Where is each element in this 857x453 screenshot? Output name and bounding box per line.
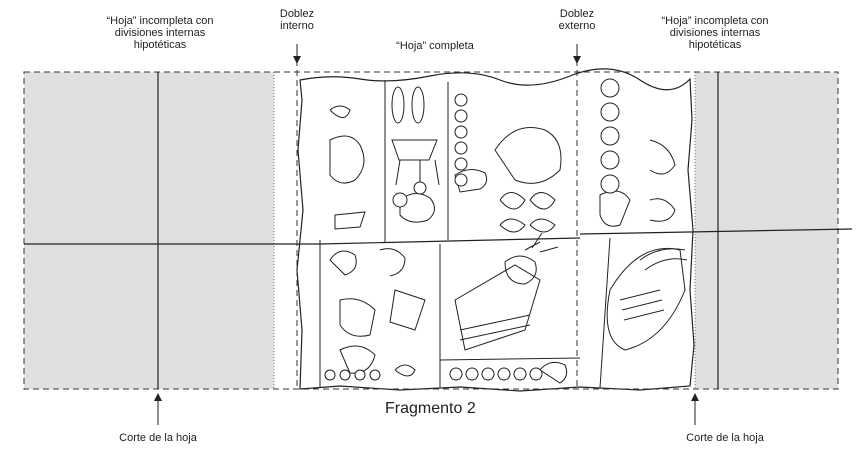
- outer-fold-label: Doblez externo: [542, 8, 612, 32]
- right-incomplete-sheet-label: “Hoja” incompleta con divisiones interna…: [630, 15, 800, 51]
- cut-right-label: Corte de la hoja: [655, 432, 795, 444]
- cut-left-label: Corte de la hoja: [88, 432, 228, 444]
- fragment-outline: [297, 69, 694, 391]
- complete-sheet-label: “Hoja” completa: [360, 40, 510, 52]
- inner-fold-label: Doblez interno: [262, 8, 332, 32]
- left-shaded-panel: [24, 72, 274, 389]
- left-incomplete-sheet-label: “Hoja” incompleta con divisiones interna…: [75, 15, 245, 51]
- fragment-caption: Fragmento 2: [385, 400, 476, 418]
